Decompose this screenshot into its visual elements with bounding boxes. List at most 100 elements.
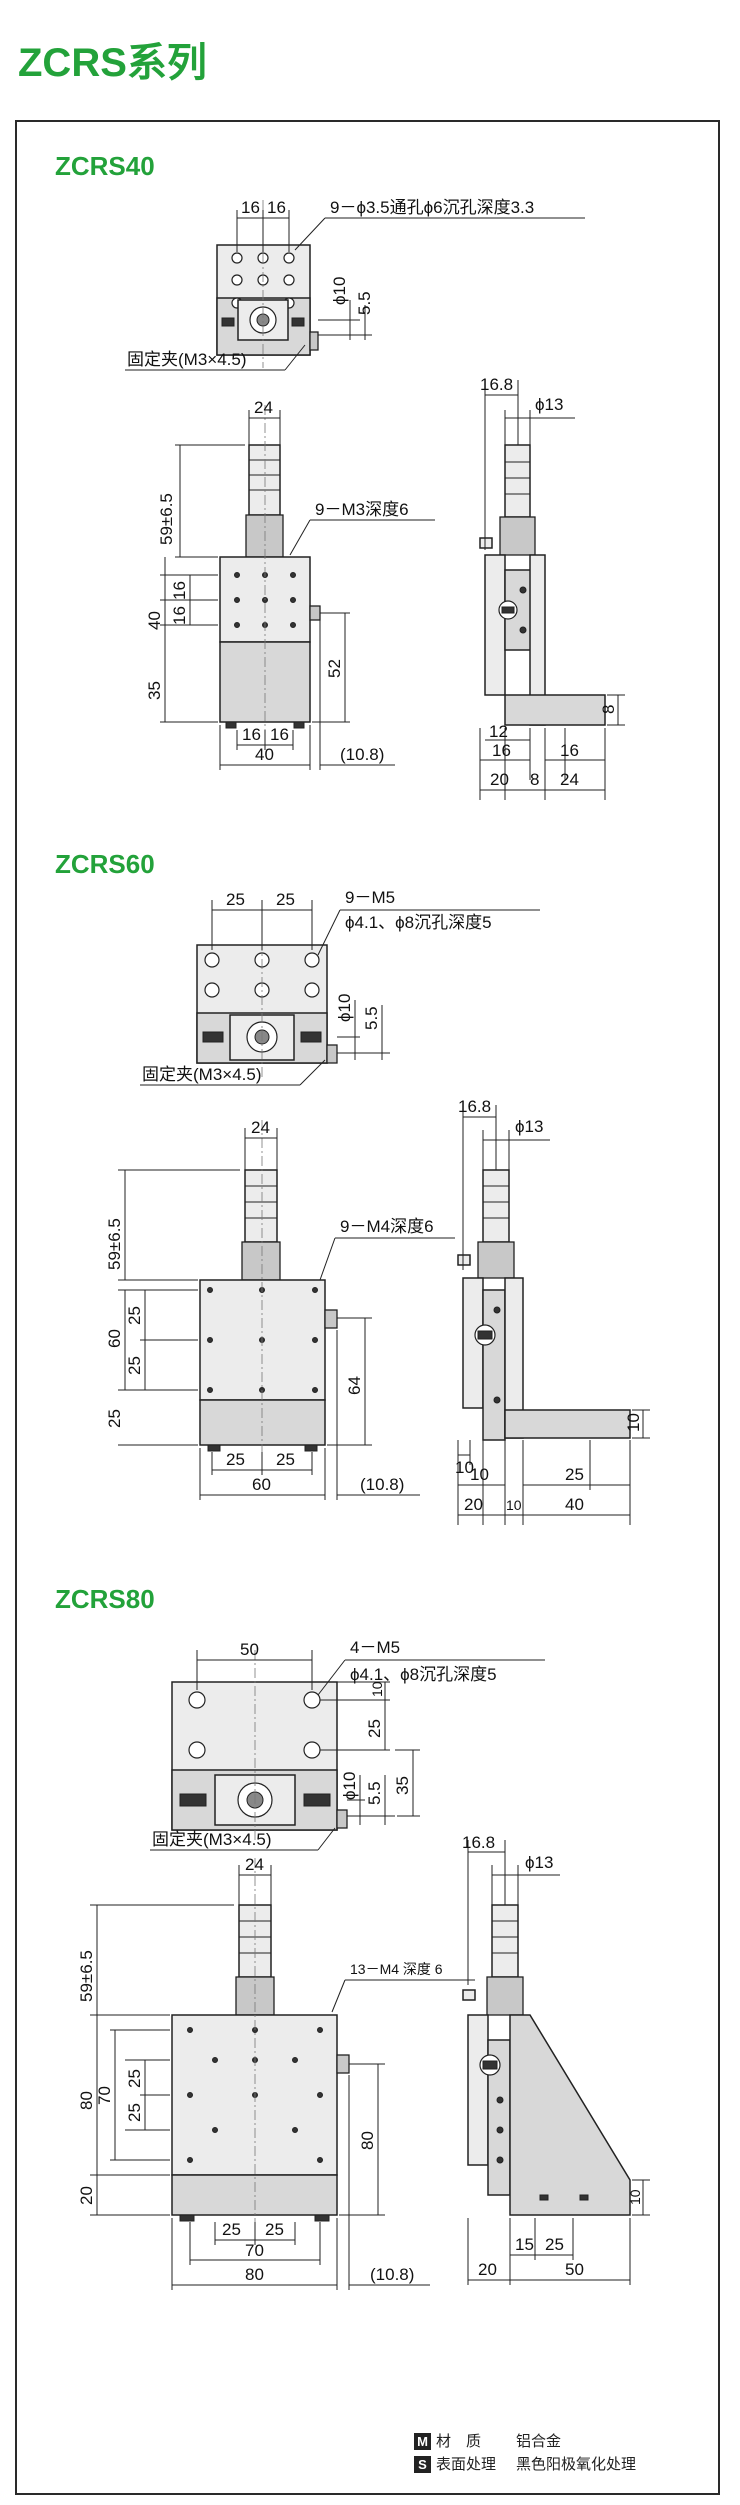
dim-16-8: 16.8 (458, 1097, 491, 1116)
legend-row-surface: S 表面处理 黑色阳极氧化处理 (414, 2453, 636, 2476)
legend-value: 铝合金 (516, 2433, 562, 2450)
dim-bottom-60: 60 (252, 1475, 271, 1494)
section-title: ZCRS80 (55, 1584, 155, 1614)
dim-height-25c: 25 (105, 1409, 124, 1428)
dim-height-25a: 25 (125, 2069, 144, 2088)
section-title: ZCRS60 (55, 849, 155, 879)
dim-50: 50 (565, 2260, 584, 2279)
dim-bottom-10-8: (10.8) (340, 745, 384, 764)
front-view: 24 59±6.5 9－M3深度6 40 16 16 35 52 16 (145, 398, 435, 770)
material-key-icon: M (414, 2433, 431, 2450)
hole-note-2: ϕ4.1、ϕ8沉孔深度5 (345, 913, 492, 932)
dim-height-52: 52 (325, 659, 344, 678)
dim-width-24: 24 (254, 398, 273, 417)
dim-height-70: 70 (95, 2086, 114, 2105)
section-zcrs40: ZCRS40 16 16 9－ϕ3.5通孔ϕ6沉孔深度3.3 (55, 151, 625, 800)
dim-16-8: 16.8 (480, 375, 513, 394)
dim-24: 24 (560, 770, 579, 789)
dim-8: 8 (530, 770, 539, 789)
dim-bottom-16b: 16 (270, 725, 289, 744)
dim-bottom-25a: 25 (222, 2220, 241, 2239)
dim-top-16a: 16 (241, 198, 260, 217)
dim-5-5: 5.5 (362, 1006, 381, 1030)
drawing-frame (15, 120, 720, 2495)
top-view: 16 16 9－ϕ3.5通孔ϕ6沉孔深度3.3 ϕ10 5.5 固定夹(M3×4… (125, 198, 585, 371)
dim-15: 15 (515, 2235, 534, 2254)
legend-label: 材 质 (436, 2433, 482, 2450)
dim-20: 20 (490, 770, 509, 789)
side-view: 16.8 ϕ13 8 12 16 16 20 8 24 (479, 375, 625, 800)
hole-note-2: ϕ4.1、ϕ8沉孔深度5 (350, 1665, 497, 1684)
dim-dia10: ϕ10 (330, 277, 349, 305)
dim-width-24: 24 (251, 1118, 270, 1137)
dim-height-35: 35 (145, 681, 164, 700)
dim-height-80-right: 80 (358, 2131, 377, 2150)
section-zcrs80: ZCRS80 50 4－M5 ϕ4.1、ϕ8沉孔深度5 10 25 (55, 1584, 650, 2290)
page-title: ZCRS系列 (18, 41, 207, 85)
dim-dia13: ϕ13 (535, 395, 563, 414)
dim-height-59: 59±6.5 (105, 1218, 124, 1270)
section-zcrs60: ZCRS60 25 25 9－M5 ϕ4.1、ϕ8沉孔深度5 ϕ10 5.5 (55, 849, 650, 1525)
dim-bottom-40: 40 (255, 745, 274, 764)
dim-height-16b: 16 (170, 606, 189, 625)
top-view: 50 4－M5 ϕ4.1、ϕ8沉孔深度5 10 25 ϕ10 5.5 35 固定… (150, 1638, 545, 1851)
clamp-note: 固定夹(M3×4.5) (152, 1830, 272, 1849)
dim-height-25b: 25 (125, 1356, 144, 1375)
dim-10d: 10 (506, 1497, 522, 1513)
dim-16-8: 16.8 (462, 1833, 495, 1852)
surface-key-icon: S (414, 2456, 431, 2473)
dim-bottom-25a: 25 (226, 1450, 245, 1469)
dim-16a: 16 (492, 741, 511, 760)
dim-12: 12 (489, 722, 508, 741)
dim-8-height: 8 (599, 705, 618, 714)
dim-height-20: 20 (77, 2186, 96, 2205)
dim-dia10: ϕ10 (340, 1772, 359, 1800)
dim-height-60: 60 (105, 1329, 124, 1348)
hole-note-1: 9－M5 (345, 888, 395, 907)
tap-note: 9－M3深度6 (315, 500, 409, 519)
legend-value: 黑色阳极氧化处理 (516, 2456, 637, 2473)
section-title: ZCRS40 (55, 151, 155, 181)
front-view: 24 59±6.5 9－M4深度6 60 25 25 25 64 25 25 (105, 1118, 455, 1500)
top-view: 25 25 9－M5 ϕ4.1、ϕ8沉孔深度5 ϕ10 5.5 固定夹(M3×4… (140, 888, 540, 1086)
clamp-note: 固定夹(M3×4.5) (142, 1065, 262, 1084)
dim-dia13: ϕ13 (525, 1853, 553, 1872)
dim-height-25a: 25 (125, 1306, 144, 1325)
dim-20: 20 (464, 1495, 483, 1514)
dim-bottom-80: 80 (245, 2265, 264, 2284)
dim-bottom-10-8: (10.8) (360, 1475, 404, 1494)
dim-10-right: 10 (369, 1681, 385, 1697)
dim-height-80: 80 (77, 2091, 96, 2110)
dim-bottom-70: 70 (245, 2241, 264, 2260)
dim-5-5: 5.5 (355, 291, 374, 315)
dim-10b: 10 (455, 1458, 474, 1477)
dim-25-right: 25 (365, 1719, 384, 1738)
dim-top-25b: 25 (276, 890, 295, 909)
dim-10c: 10 (470, 1465, 489, 1484)
dim-bottom-25b: 25 (276, 1450, 295, 1469)
dim-width-24: 24 (245, 1855, 264, 1874)
tap-note: 9－M4深度6 (340, 1217, 434, 1236)
dim-top-25a: 25 (226, 890, 245, 909)
dim-10-height: 10 (627, 2189, 643, 2205)
dim-20: 20 (478, 2260, 497, 2279)
dim-top-16b: 16 (267, 198, 286, 217)
dim-16b: 16 (560, 741, 579, 760)
dim-25: 25 (545, 2235, 564, 2254)
side-view: 16.8 ϕ13 10 15 25 20 50 (462, 1833, 650, 2285)
dim-height-64: 64 (345, 1376, 364, 1395)
dim-40: 40 (565, 1495, 584, 1514)
hole-note: 9－ϕ3.5通孔ϕ6沉孔深度3.3 (330, 198, 534, 217)
dim-height-25b: 25 (125, 2103, 144, 2122)
clamp-note: 固定夹(M3×4.5) (127, 350, 247, 369)
dim-height-59: 59±6.5 (157, 493, 176, 545)
dim-25: 25 (565, 1465, 584, 1484)
legend-row-material: M 材 质 铝合金 (414, 2430, 636, 2453)
dim-10-height: 10 (624, 1413, 643, 1432)
spec-legend: M 材 质 铝合金 S 表面处理 黑色阳极氧化处理 (414, 2430, 636, 2476)
dim-bottom-25b: 25 (265, 2220, 284, 2239)
dim-height-59: 59±6.5 (77, 1950, 96, 2002)
side-view: 16.8 ϕ13 10 10 10 25 20 10 40 (455, 1097, 650, 1525)
dim-top-50: 50 (240, 1640, 259, 1659)
